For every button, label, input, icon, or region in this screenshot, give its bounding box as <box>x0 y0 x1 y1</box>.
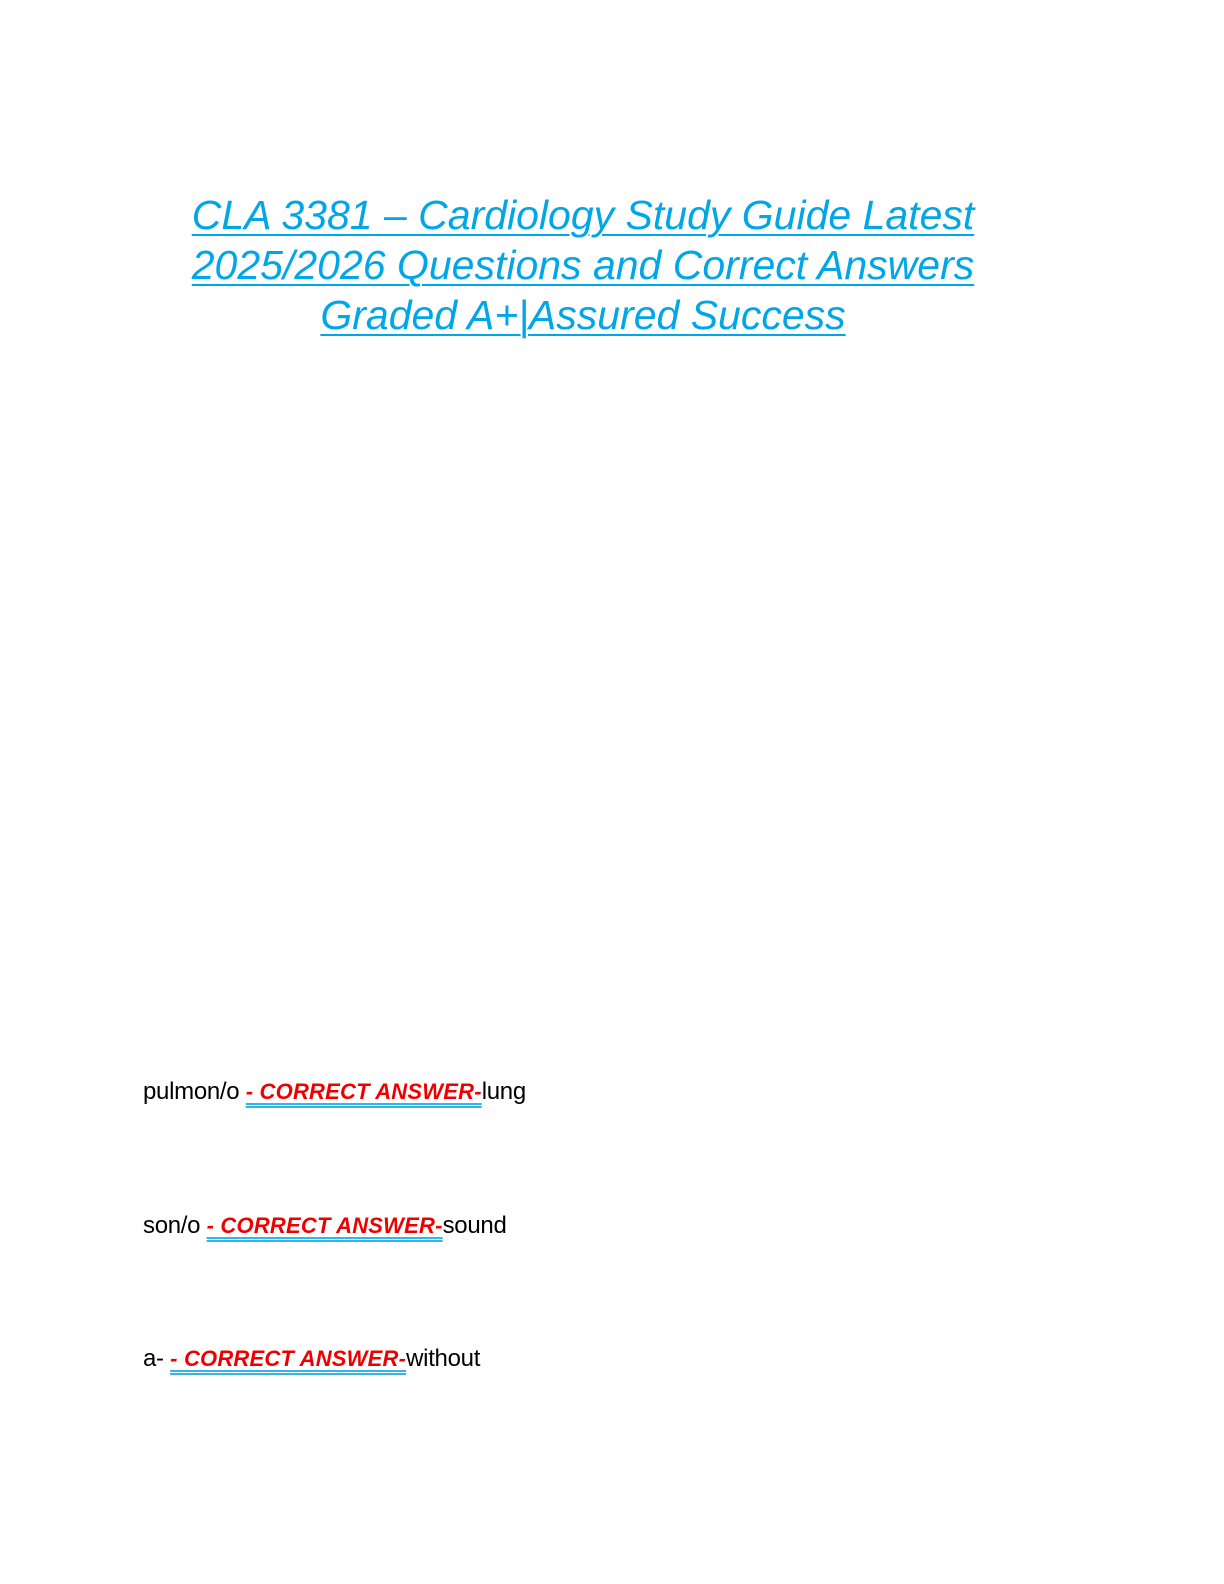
qa-term: son/o <box>143 1212 207 1239</box>
qa-term: a- <box>143 1345 171 1372</box>
correct-answer-tag[interactable]: - CORRECT ANSWER- <box>170 1346 407 1371</box>
qa-item: pulmon/o - CORRECT ANSWER-lung <box>143 1078 526 1106</box>
title-line-2: 2025/2026 Questions and Correct Answers <box>191 242 975 288</box>
title-line-1: CLA 3381 – Cardiology Study Guide Latest <box>191 192 975 238</box>
qa-term: pulmon/o <box>143 1078 246 1105</box>
qa-answer: sound <box>442 1212 507 1239</box>
qa-item: son/o - CORRECT ANSWER-sound <box>143 1212 507 1240</box>
qa-item: a- - CORRECT ANSWER-without <box>143 1345 480 1373</box>
correct-answer-tag[interactable]: - CORRECT ANSWER- <box>245 1079 482 1104</box>
qa-answer: lung <box>481 1078 526 1105</box>
document-title[interactable]: CLA 3381 – Cardiology Study Guide Latest… <box>143 190 1023 340</box>
qa-answer: without <box>406 1345 481 1372</box>
title-line-3: Graded A+|Assured Success <box>320 292 846 338</box>
correct-answer-tag[interactable]: - CORRECT ANSWER- <box>206 1213 443 1238</box>
